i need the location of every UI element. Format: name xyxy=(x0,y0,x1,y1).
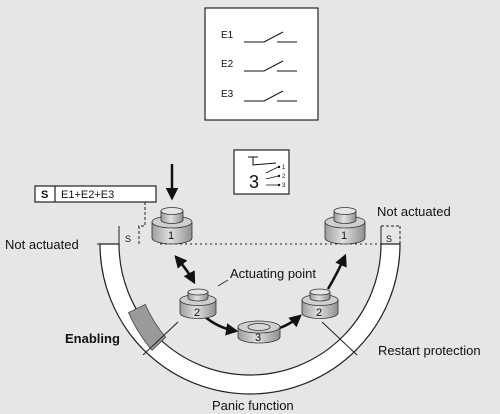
terminal-2: 2 xyxy=(282,174,286,180)
button-position-1-right: 1 xyxy=(324,207,366,245)
button-position-1-left: 1 xyxy=(151,207,193,245)
s-section-left: S xyxy=(118,202,146,244)
position-1-right-label: 1 xyxy=(341,230,347,242)
terminal-1: 1 xyxy=(282,165,286,171)
arrow-2-3 xyxy=(203,315,239,336)
position-1-left-label: 1 xyxy=(168,230,174,242)
arrow-2-1 xyxy=(326,253,347,290)
legend-combination: E1+E2+E3 xyxy=(61,189,114,201)
tick-restart xyxy=(321,321,358,356)
s-section-right: S xyxy=(380,225,401,244)
label-not-actuated-left: Not actuated xyxy=(5,237,79,252)
position-3-label: 3 xyxy=(255,332,261,344)
contact-e3-label: E3 xyxy=(221,89,234,100)
s-label-right: S xyxy=(386,234,392,244)
contact-e1: E1 xyxy=(221,30,297,43)
contact-box: E1 E2 E3 xyxy=(204,7,319,121)
label-actuating-point: Actuating point xyxy=(230,266,316,281)
label-panic-function: Panic function xyxy=(212,398,294,413)
arrow-1-2 xyxy=(174,255,196,285)
s-label-left: S xyxy=(125,234,131,244)
enabling-segment xyxy=(127,303,167,351)
legend-s-label: S xyxy=(41,189,48,201)
switch-symbol-number: 3 xyxy=(249,172,259,192)
contact-e2-label: E2 xyxy=(221,59,234,70)
label-not-actuated-right: Not actuated xyxy=(377,204,451,219)
terminal-3: 3 xyxy=(282,183,286,189)
legend-box: S E1+E2+E3 xyxy=(34,185,157,203)
button-position-3: 3 xyxy=(237,320,281,344)
travel-track xyxy=(99,243,401,395)
label-enabling: Enabling xyxy=(65,331,120,346)
position-2-left-label: 2 xyxy=(194,307,200,319)
label-restart-protection: Restart protection xyxy=(378,343,481,358)
tick-enabling xyxy=(142,321,179,356)
contact-e3: E3 xyxy=(221,89,297,102)
contact-e1-label: E1 xyxy=(221,30,234,41)
position-2-right-label: 2 xyxy=(316,307,322,319)
switch-symbol: 3 1 2 3 xyxy=(233,149,290,195)
button-position-2-right: 2 xyxy=(301,288,339,319)
contact-e2: E2 xyxy=(221,59,297,72)
button-position-2-left: 2 xyxy=(179,288,217,319)
